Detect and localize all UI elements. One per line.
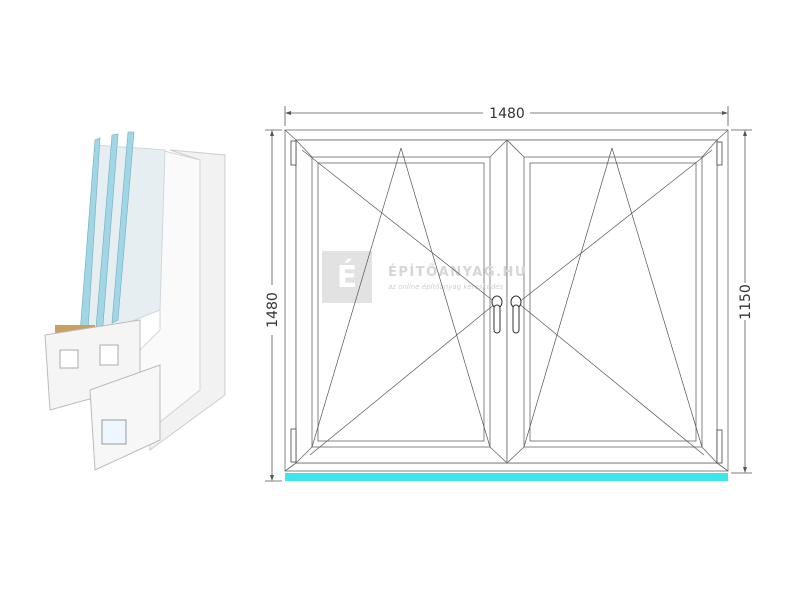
hinge-icon [290,428,297,463]
watermark-subtitle: az online építőanyag kereskedés [388,282,504,291]
handle-right-icon [510,295,522,334]
hinge-icon [716,141,723,166]
hinge-icon [716,429,723,464]
watermark-logo-letter: É [337,259,358,295]
watermark-logo [322,251,372,303]
window-sill-bar [285,473,728,481]
handle-left-icon [491,295,503,334]
dim-label-width: 1480 [489,106,525,122]
dim-label-right-height: 1150 [738,284,754,320]
dim-label-left-height: 1480 [265,292,281,328]
hinge-icon [290,140,297,166]
opening-indicator-lines [301,147,713,456]
profile-cross-section [44,131,226,471]
watermark-title: ÉPÍTŐANYAG.HU [388,264,527,280]
